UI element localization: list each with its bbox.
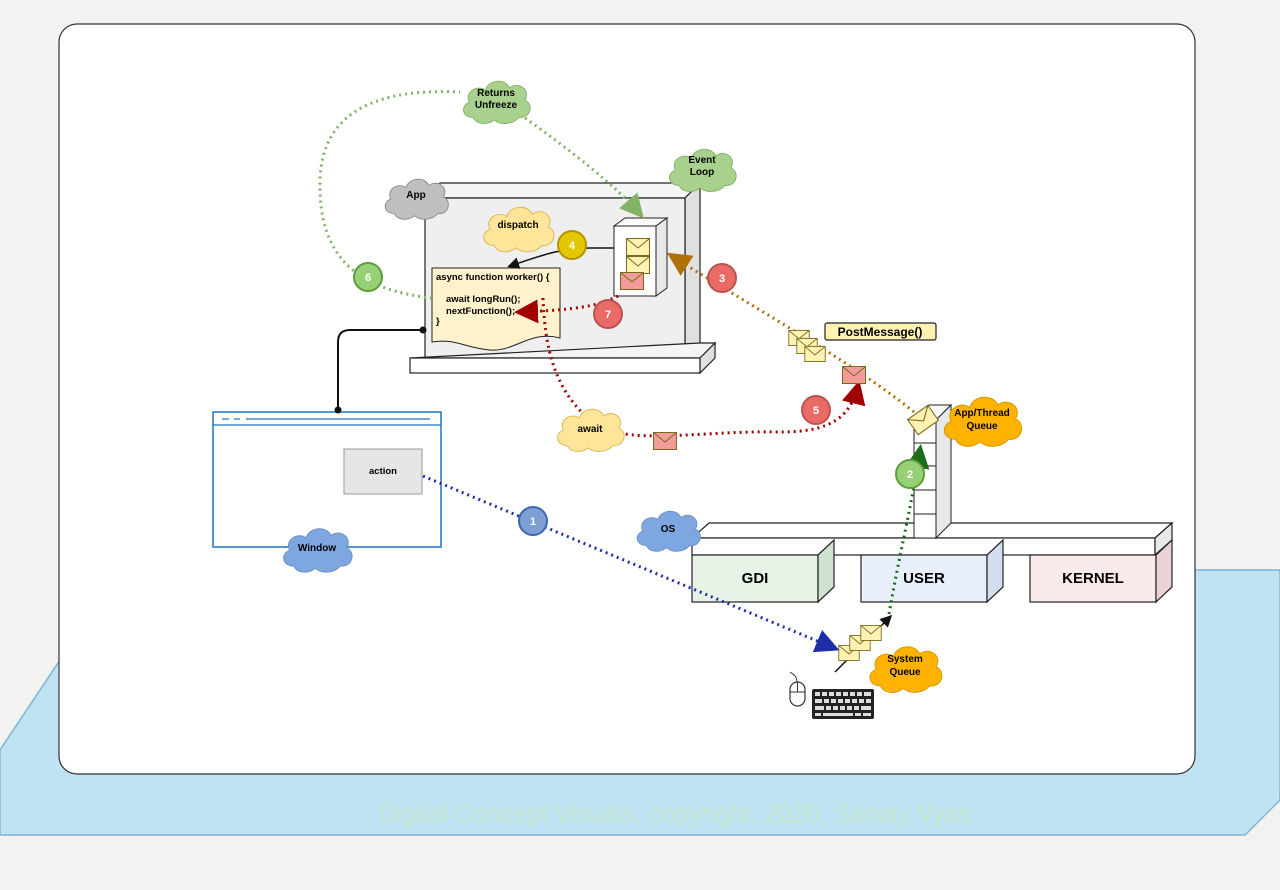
dispatch-arrow [507,247,614,269]
user-label: USER [903,570,945,587]
code-line-1: async function worker() { [436,272,550,283]
flow-arrow-1 [422,474,840,653]
window-app-connector [337,329,422,410]
gdi-label: GDI [742,570,769,587]
await-cloud: await [556,408,625,453]
action-button[interactable]: action [343,448,423,495]
step-4-marker: 4 [557,230,587,260]
svg-text:Queue: Queue [966,421,998,432]
postmessage-label: PostMessage() [824,322,937,341]
svg-text:3: 3 [719,273,725,285]
step-2-marker: 2 [895,459,925,489]
svg-text:System: System [887,654,923,665]
svg-text:App: App [406,190,425,201]
keyboard-icon [812,689,874,719]
step-1-marker: 1 [518,506,548,536]
envelope-red-icon [620,272,644,290]
step-6-marker: 6 [353,262,383,292]
kernel-label: KERNEL [1062,570,1124,587]
svg-text:4: 4 [569,240,576,252]
envelope-icon [804,346,826,362]
envelope-icon [626,256,650,274]
envelope-red-icon [842,366,866,384]
step-5-marker: 5 [801,395,831,425]
svg-text:dispatch: dispatch [497,220,538,231]
svg-text:Window: Window [298,543,336,554]
svg-text:1: 1 [530,516,536,528]
dispatch-cloud: dispatch [483,206,555,253]
flow-arrow-5 [541,297,866,438]
action-button-label: action [369,466,397,477]
svg-text:Event: Event [688,155,716,166]
code-line-3: nextFunction(); [446,306,515,317]
svg-text:OS: OS [661,524,676,535]
envelope-icon [626,238,650,256]
svg-text:PostMessage(): PostMessage() [838,325,923,339]
kernel-block: KERNEL [1029,538,1173,604]
mouse-icon [789,671,806,707]
code-line-2: await longRun(); [446,294,520,305]
svg-text:Queue: Queue [889,667,921,678]
system-queue-cloud: System Queue [869,646,943,693]
code-document [431,267,561,351]
flow-arrow-7 [514,294,619,324]
svg-text:2: 2 [907,469,913,481]
window-cloud: Window [283,528,353,573]
svg-text:Returns: Returns [477,88,515,99]
app-cloud: App [384,178,449,220]
step-7-marker: 7 [593,299,623,329]
gdi-block: GDI [691,538,835,604]
main-panel [58,23,1196,775]
svg-text:7: 7 [605,309,611,321]
envelope-red-icon [653,432,677,450]
envelope-icon [860,625,882,641]
flow-arrow-6b [524,116,644,219]
svg-text:6: 6 [365,272,371,284]
app-thread-queue-cloud: App/Thread Queue [943,396,1023,447]
svg-text:App/Thread: App/Thread [954,408,1010,419]
user-block: USER [860,538,1004,604]
svg-text:Unfreeze: Unfreeze [475,100,518,111]
svg-text:Loop: Loop [690,167,714,178]
os-cloud: OS [636,510,701,552]
step-3-marker: 3 [707,263,737,293]
code-line-4: } [436,316,440,327]
footer-copyright: Digital Concept Visuals, copyright, 2020… [378,800,971,828]
svg-text:await: await [577,424,603,435]
svg-text:5: 5 [813,405,819,417]
returns-unfreeze-cloud: Returns Unfreeze [462,80,531,125]
event-loop-cloud: Event Loop [668,148,737,193]
